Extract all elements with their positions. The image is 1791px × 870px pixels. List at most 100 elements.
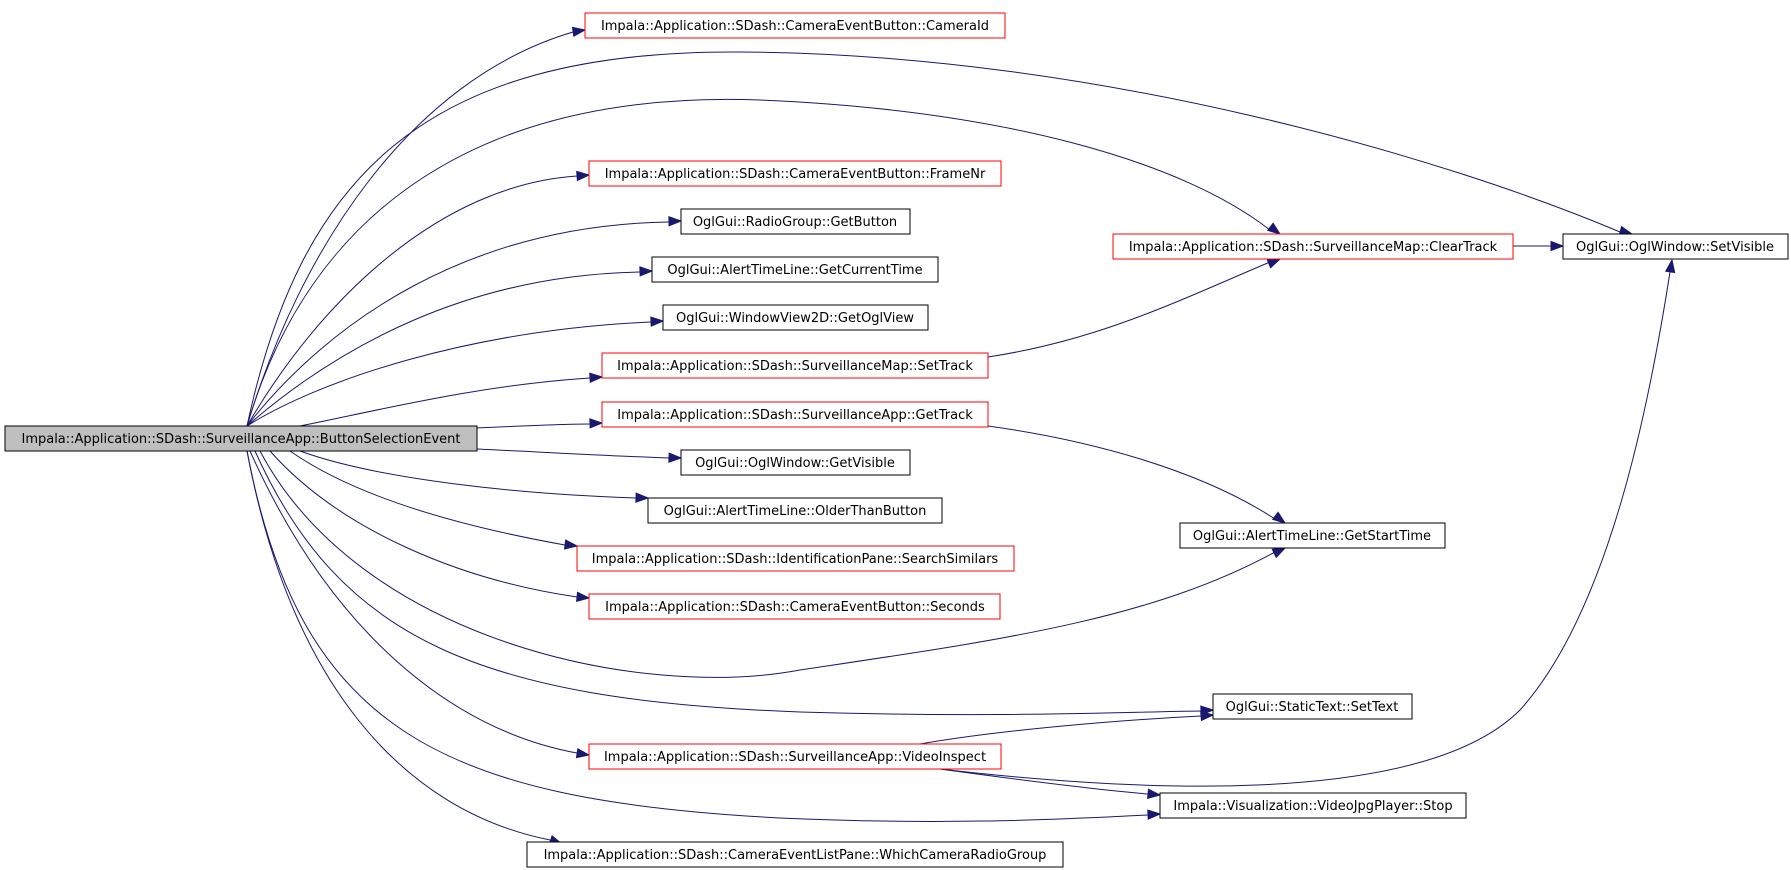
edge-clear-track-to-set-visible <box>1512 240 1565 252</box>
edge-root-to-get-track <box>476 418 604 429</box>
edge-line <box>246 450 551 841</box>
edge-root-to-frame-nr <box>246 170 591 427</box>
node-set-track-label: Impala::Application::SDash::Surveillance… <box>617 359 973 374</box>
edge-arrowhead <box>1266 222 1282 235</box>
edge-set-track-to-clear-track <box>987 258 1282 358</box>
edge-video-inspect-to-set-text <box>919 710 1215 745</box>
edge-arrowhead <box>1147 809 1162 820</box>
node-camera-id-label: Impala::Application::SDash::CameraEventB… <box>601 19 989 34</box>
edge-root-to-search-similars <box>289 450 579 550</box>
edge-arrowhead <box>1271 511 1287 524</box>
edge-root-to-set-visible <box>246 51 1634 427</box>
node-frame-nr[interactable]: Impala::Application::SDash::CameraEventB… <box>588 160 1002 187</box>
edge-root-to-get-start-time <box>259 450 1287 678</box>
node-get-ogl-view[interactable]: OglGui::WindowView2D::GetOglView <box>662 304 929 331</box>
edge-root-to-get-button <box>246 216 683 427</box>
node-clear-track-label: Impala::Application::SDash::Surveillance… <box>1129 240 1498 255</box>
node-get-button-label: OglGui::RadioGroup::GetButton <box>693 215 897 230</box>
edge-line <box>246 271 641 427</box>
edge-line <box>299 377 591 427</box>
edges-layer <box>246 26 1676 845</box>
node-get-current-time-label: OglGui::AlertTimeLine::GetCurrentTime <box>667 263 922 278</box>
edge-line <box>246 98 1271 427</box>
edge-root-to-get-ogl-view <box>246 316 665 427</box>
edge-root-to-set-text <box>254 450 1215 716</box>
node-video-jpg-player-stop-label: Impala::Visualization::VideoJpgPlayer::S… <box>1173 799 1452 814</box>
edge-line <box>476 448 670 459</box>
edge-arrowhead <box>571 26 587 38</box>
node-frame-nr-label: Impala::Application::SDash::CameraEventB… <box>605 167 986 182</box>
edge-root-to-older-than <box>299 450 650 503</box>
node-which-camera-radio-group[interactable]: Impala::Application::SDash::CameraEventL… <box>526 841 1064 868</box>
edge-line <box>246 321 652 427</box>
edge-line <box>249 450 578 754</box>
edge-video-inspect-to-jpg-stop <box>939 768 1162 799</box>
node-root[interactable]: Impala::Application::SDash::Surveillance… <box>4 425 478 452</box>
edge-line <box>254 450 1202 716</box>
edge-arrowhead <box>668 216 683 227</box>
nodes-layer: Impala::Application::SDash::Surveillance… <box>4 12 1789 868</box>
edge-root-to-camera-id <box>246 26 587 427</box>
edge-line <box>939 271 1671 787</box>
edge-line <box>476 423 591 429</box>
edge-arrowhead <box>1271 547 1287 559</box>
edge-line <box>299 450 637 499</box>
edge-arrowhead <box>589 418 604 429</box>
node-video-inspect-label: Impala::Application::SDash::Surveillance… <box>604 750 986 765</box>
edge-line <box>259 450 1276 678</box>
edge-line <box>246 450 1149 822</box>
edge-line <box>246 31 574 427</box>
node-clear-track[interactable]: Impala::Application::SDash::Surveillance… <box>1112 233 1514 260</box>
edge-line <box>246 175 578 427</box>
edge-root-to-get-current-time <box>246 266 654 427</box>
edge-root-to-which-camera <box>246 450 564 845</box>
edge-root-to-video-inspect <box>249 450 591 759</box>
node-search-similars[interactable]: Impala::Application::SDash::Identificati… <box>576 545 1015 572</box>
edge-line <box>246 221 670 427</box>
node-set-track[interactable]: Impala::Application::SDash::Surveillance… <box>601 352 989 379</box>
node-get-track[interactable]: Impala::Application::SDash::Surveillance… <box>601 401 989 428</box>
edge-arrowhead <box>576 170 591 182</box>
node-get-ogl-view-label: OglGui::WindowView2D::GetOglView <box>676 311 914 326</box>
node-seconds-label: Impala::Application::SDash::CameraEventB… <box>605 600 985 615</box>
edge-arrowhead <box>563 539 579 550</box>
node-set-text[interactable]: OglGui::StaticText::SetText <box>1212 693 1413 720</box>
node-get-visible-label: OglGui::OglWindow::GetVisible <box>695 456 895 471</box>
edge-arrowhead <box>1266 258 1282 269</box>
edge-line <box>987 261 1271 358</box>
node-get-button[interactable]: OglGui::RadioGroup::GetButton <box>680 208 911 235</box>
node-video-jpg-player-stop[interactable]: Impala::Visualization::VideoJpgPlayer::S… <box>1159 792 1467 819</box>
node-set-text-label: OglGui::StaticText::SetText <box>1226 700 1399 715</box>
edge-root-to-jpg-stop <box>246 450 1162 822</box>
edge-arrowhead <box>1664 258 1676 274</box>
node-older-than-button-label: OglGui::AlertTimeLine::OlderThanButton <box>664 504 927 519</box>
node-video-inspect[interactable]: Impala::Application::SDash::Surveillance… <box>588 743 1002 770</box>
edge-arrowhead <box>1200 710 1215 722</box>
node-get-visible[interactable]: OglGui::OglWindow::GetVisible <box>680 449 911 476</box>
node-set-visible-label: OglGui::OglWindow::SetVisible <box>1576 240 1774 255</box>
edge-line <box>939 768 1149 795</box>
node-set-visible[interactable]: OglGui::OglWindow::SetVisible <box>1562 233 1789 260</box>
node-get-start-time[interactable]: OglGui::AlertTimeLine::GetStartTime <box>1179 522 1446 549</box>
edge-line <box>289 450 566 546</box>
edge-root-to-get-visible <box>476 448 683 463</box>
edge-arrowhead <box>635 492 650 503</box>
edge-root-to-seconds <box>269 450 591 602</box>
edge-root-to-clear-track <box>246 98 1282 427</box>
node-which-camera-radio-group-label: Impala::Application::SDash::CameraEventL… <box>544 848 1047 863</box>
edge-arrowhead <box>575 747 591 759</box>
edge-arrowhead <box>1550 240 1565 252</box>
edge-line <box>919 715 1202 745</box>
node-get-current-time[interactable]: OglGui::AlertTimeLine::GetCurrentTime <box>651 256 939 283</box>
edge-arrowhead <box>639 266 654 277</box>
edge-line <box>269 450 578 598</box>
node-camera-id[interactable]: Impala::Application::SDash::CameraEventB… <box>584 12 1006 39</box>
edge-arrowhead <box>576 591 591 602</box>
edge-line <box>987 425 1276 520</box>
edge-arrowhead <box>1147 788 1162 799</box>
edge-arrowhead <box>650 316 665 327</box>
node-seconds[interactable]: Impala::Application::SDash::CameraEventB… <box>588 593 1001 620</box>
node-older-than-button[interactable]: OglGui::AlertTimeLine::OlderThanButton <box>647 497 943 524</box>
edge-arrowhead <box>589 372 604 383</box>
